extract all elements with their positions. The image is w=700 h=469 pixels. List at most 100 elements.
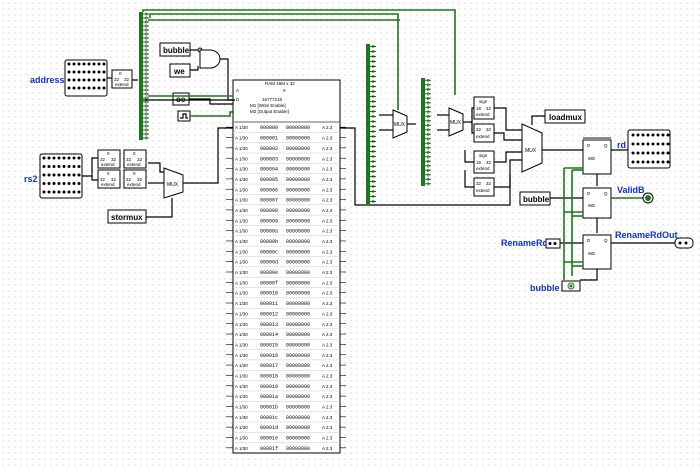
splitter-bit-label: 0 (372, 194, 375, 199)
svg-text:0: 0 (107, 171, 110, 176)
pin-bit (52, 156, 56, 160)
splitter-bit-label: 0 (372, 94, 375, 99)
svg-text:extend: extend (101, 162, 115, 167)
pin-bit (97, 62, 101, 66)
svg-text:00000c: 00000c (260, 249, 278, 255)
svg-text:A 1/30: A 1/30 (235, 239, 248, 244)
clock-input[interactable] (177, 110, 191, 122)
pin-bit (641, 160, 645, 164)
svg-text:A 1/30: A 1/30 (235, 291, 248, 296)
pin-bit (651, 160, 655, 164)
svg-text:32: 32 (100, 157, 106, 162)
pin-bit (82, 78, 86, 82)
svg-text:extend: extend (127, 182, 141, 187)
pin-bit (102, 70, 106, 74)
svg-text:0: 0 (133, 151, 136, 156)
svg-text:A 2.3: A 2.3 (322, 218, 333, 223)
svg-text:000014: 000014 (260, 332, 278, 338)
splitter-bit-label: 0 (145, 96, 148, 101)
svg-text:32: 32 (137, 177, 143, 182)
svg-text:00000000: 00000000 (286, 229, 310, 235)
splitter-bit-label: 0 (145, 124, 148, 129)
splitter-bit-label: 0 (145, 112, 148, 117)
svg-text:32: 32 (126, 157, 132, 162)
pin-bit (87, 86, 91, 90)
svg-text:A 1/30: A 1/30 (235, 415, 248, 420)
svg-text:000010: 000010 (260, 291, 278, 297)
svg-text:A 2.3: A 2.3 (322, 446, 333, 451)
splitter-bit-label: 0 (427, 159, 430, 164)
pin-bit (47, 182, 51, 185)
pin-bit (72, 62, 76, 66)
splitter-bit-label: 0 (427, 177, 430, 182)
sign-extend-bottom: sign 16 32 extend (473, 150, 495, 174)
svg-text:000017: 000017 (260, 363, 278, 369)
rd-pin[interactable] (627, 129, 671, 169)
rename-rd-out-label: RenameRdOut (615, 230, 678, 240)
pin-bit (641, 133, 645, 137)
pin-bit (92, 78, 96, 82)
pin-bit (77, 78, 81, 82)
svg-text:32: 32 (126, 177, 132, 182)
pin-bit (77, 156, 81, 160)
pin-bit (631, 142, 635, 146)
splitter-bit-label: 0 (427, 150, 430, 155)
address-pin[interactable] (64, 59, 108, 97)
svg-text:we: we (173, 67, 185, 76)
pin-bit (666, 160, 670, 164)
svg-text:000007: 000007 (260, 198, 278, 204)
svg-text:extend: extend (115, 82, 129, 87)
rs2-pin[interactable] (39, 153, 83, 199)
rename-rd-pin[interactable] (545, 238, 561, 249)
pin-bit (77, 165, 81, 168)
svg-text:A 1/30: A 1/30 (235, 125, 248, 130)
svg-text:A 1/30: A 1/30 (235, 373, 248, 378)
pin-bit (636, 142, 640, 146)
splitter-bit-label: 0 (372, 74, 375, 79)
svg-text:00000000: 00000000 (286, 291, 310, 297)
bubble-bottom-label: bubble (530, 283, 560, 293)
svg-text:32: 32 (100, 177, 106, 182)
pin-bit (72, 156, 76, 160)
splitter-bit-label: 0 (372, 174, 375, 179)
splitter-bit-label: 0 (145, 108, 148, 113)
svg-text:extend: extend (476, 166, 490, 171)
pin-bit (67, 173, 71, 177)
ram-16m-x32[interactable]: RAM 16M x 32 0 16777216 M1 [Write Enable… (226, 79, 346, 454)
svg-text:00000000: 00000000 (286, 301, 310, 307)
svg-text:000008: 000008 (260, 208, 278, 214)
svg-text:00001a: 00001a (260, 394, 278, 400)
svg-text:00001b: 00001b (260, 405, 278, 411)
pin-bit (87, 62, 91, 66)
pin-bit (92, 86, 96, 90)
pin-bit (47, 173, 51, 177)
splitter-bit-label: 0 (372, 99, 375, 104)
rd-label: rd (617, 140, 626, 150)
svg-text:00000000: 00000000 (286, 125, 310, 131)
svg-text:000001: 000001 (260, 136, 278, 142)
pin-bit (42, 156, 46, 160)
pin-bit (661, 133, 665, 137)
bubble-bottom-pin[interactable] (561, 280, 581, 292)
splitter-bit-label: 0 (145, 104, 148, 109)
svg-text:A 2.3: A 2.3 (322, 187, 333, 192)
pin-bit (67, 78, 71, 82)
splitter-bit-label: 0 (372, 59, 375, 64)
pin-bit (97, 78, 101, 82)
svg-text:A 1/30: A 1/30 (235, 405, 248, 410)
svg-text:A 2.3: A 2.3 (322, 167, 333, 172)
svg-text:A 2.3: A 2.3 (322, 229, 333, 234)
pin-bit (651, 151, 655, 155)
